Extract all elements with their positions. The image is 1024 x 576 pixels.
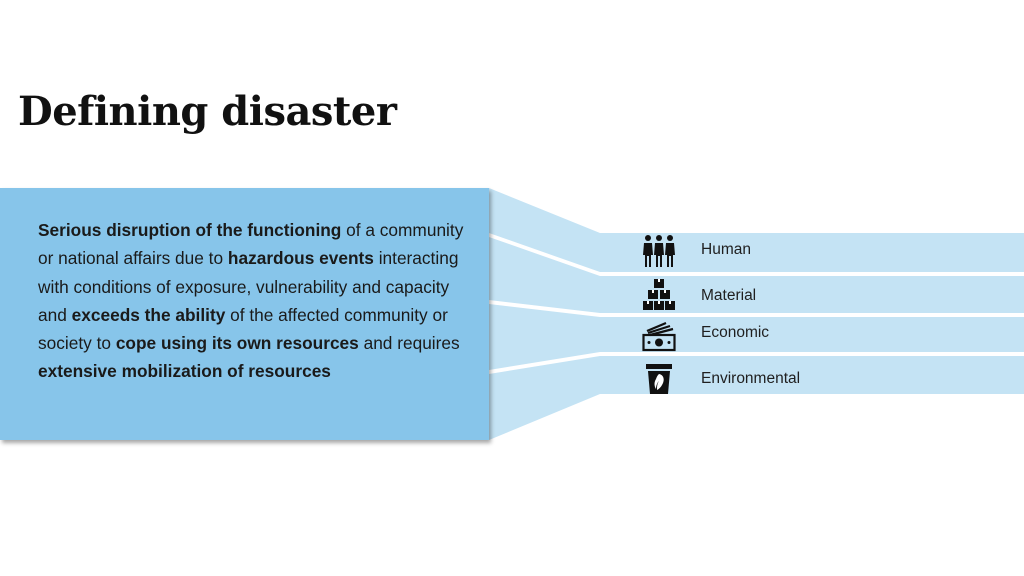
slide-title: Defining disaster xyxy=(18,88,397,135)
definition-emphasis: hazardous events xyxy=(227,248,374,269)
boxes-icon xyxy=(643,279,675,310)
band-environmental xyxy=(489,356,1024,440)
impact-label-material: Material xyxy=(701,287,757,304)
definition-emphasis: extensive mobilization of resources xyxy=(38,361,331,382)
impact-label-environmental: Environmental xyxy=(701,370,801,387)
impact-label-human: Human xyxy=(701,241,751,258)
definition-emphasis: cope using its own resources xyxy=(115,333,359,354)
definition-segment: and requires xyxy=(358,333,460,354)
definition-text: Serious disruption of the functioning of… xyxy=(38,220,463,381)
recycle-bin-icon xyxy=(646,364,672,394)
definition-emphasis: exceeds the ability xyxy=(71,304,226,325)
band-material xyxy=(489,237,1024,313)
impact-label-economic: Economic xyxy=(701,324,770,341)
definition-segment: of a community or national affairs due t… xyxy=(38,220,464,269)
band-economic xyxy=(489,304,1024,370)
definition-segment: of the affected community or society to xyxy=(38,304,448,354)
people-icon xyxy=(643,235,675,267)
cash-icon xyxy=(642,321,676,352)
band-human xyxy=(489,188,1024,272)
definition-emphasis: Serious disruption of the functioning xyxy=(38,220,342,240)
definition-segment: interacting with conditions of exposure,… xyxy=(38,248,459,325)
definition-box: Serious disruption of the functioning of… xyxy=(0,188,489,440)
